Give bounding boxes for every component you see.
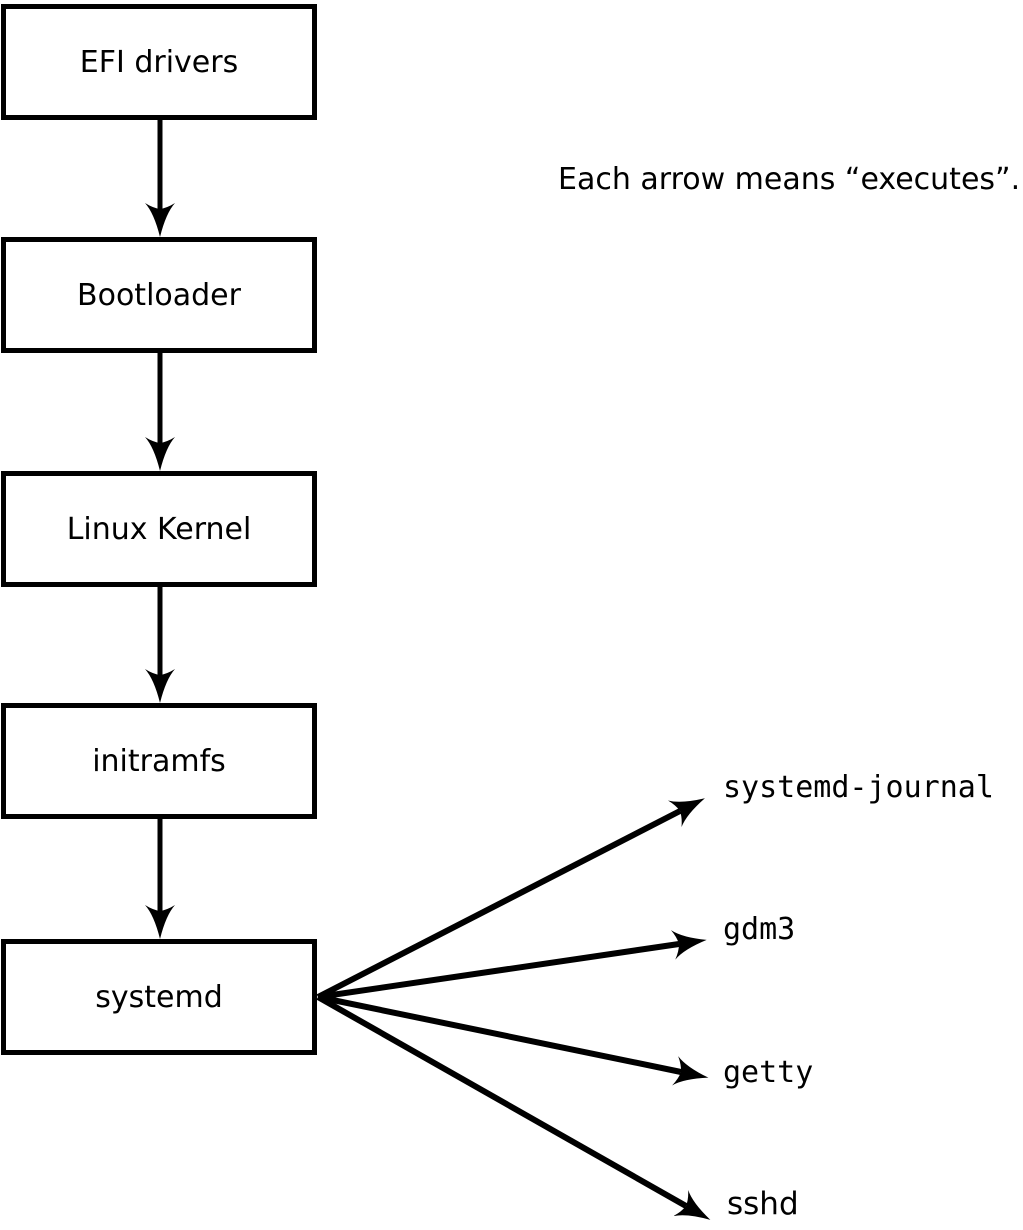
node-efi-drivers: EFI drivers [1,4,317,120]
node-systemd: systemd [1,939,317,1055]
node-linux-kernel: Linux Kernel [1,471,317,587]
target-sshd-label: sshd [727,1186,799,1222]
node-initramfs: initramfs [1,703,317,819]
target-getty-label: getty [723,1055,814,1090]
arrow-systemd-to-sshd [316,994,711,1220]
arrow-systemd-to-gdm3 [317,930,707,1000]
target-gdm3-label: gdm3 [723,912,796,947]
arrow-systemd-to-getty [317,994,709,1086]
target-systemd-journal-label: systemd-journal [723,770,994,805]
node-bootloader-label: Bootloader [77,277,241,313]
node-initramfs-label: initramfs [92,743,226,779]
arrow-meaning-annotation: Each arrow means “executes”. [558,162,1021,197]
node-systemd-label: systemd [95,979,223,1015]
arrow-systemd-to-journal [316,798,705,1000]
node-linux-kernel-label: Linux Kernel [66,511,252,547]
node-bootloader: Bootloader [1,237,317,353]
node-efi-drivers-label: EFI drivers [79,44,239,80]
